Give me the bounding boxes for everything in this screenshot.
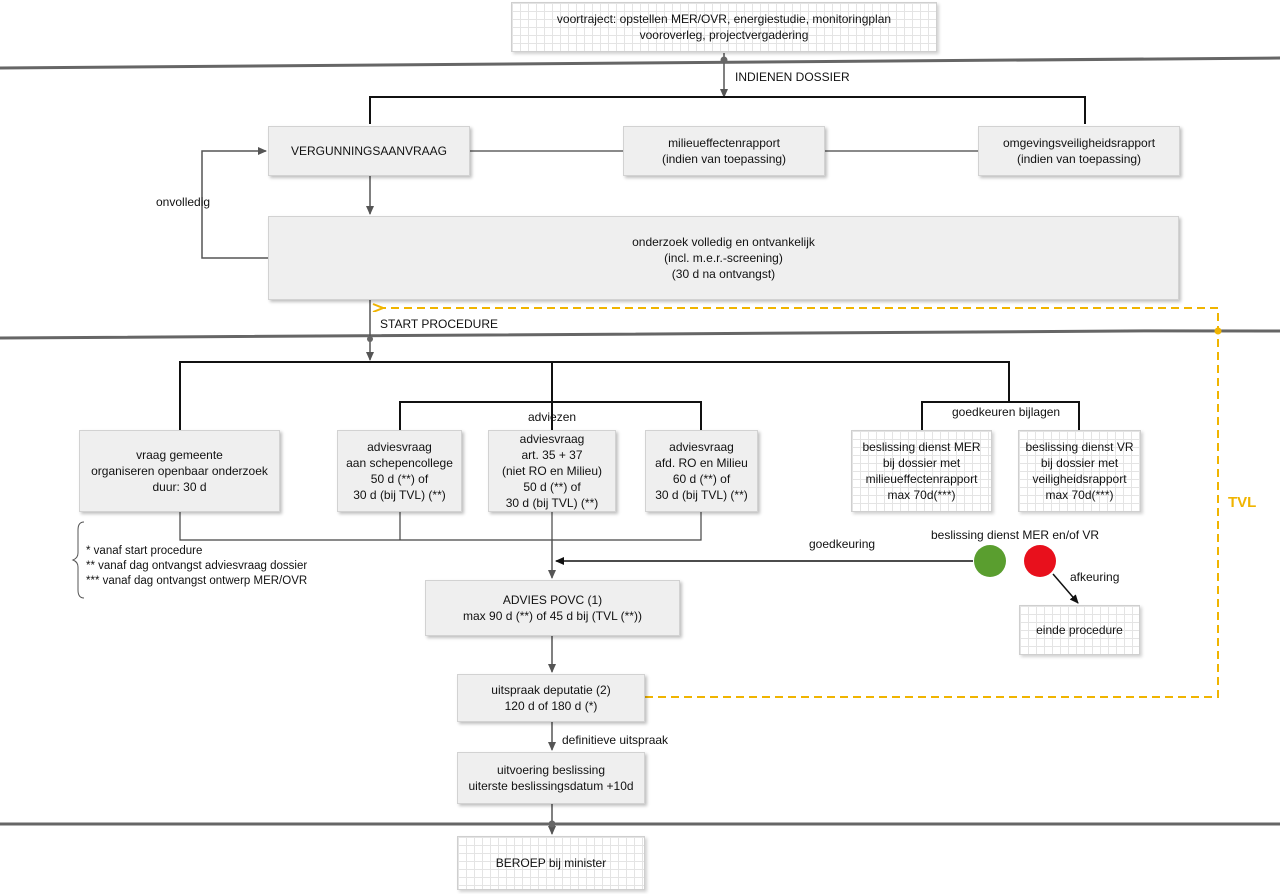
footnotes: * vanaf start procedure ** vanaf dag ont… xyxy=(86,545,308,587)
goedkeuren-bijlagen-label: goedkeuren bijlagen xyxy=(950,405,1063,420)
adviesvraag-schepencollege-box: adviesvraag aan schepencollege 50 d (**)… xyxy=(337,430,462,512)
phase-line-2 xyxy=(0,329,1280,340)
omgevingsveiligheidsrapport-box: omgevingsveiligheidsrapport (indien van … xyxy=(978,126,1180,176)
goedkeuring-label: goedkeuring xyxy=(809,537,876,551)
beroep-box: BEROEP bij minister xyxy=(457,836,645,890)
milieueffectenrapport-box: milieueffectenrapport (indien van toepas… xyxy=(623,126,825,176)
onderzoek-box: onderzoek volledig en ontvankelijk (incl… xyxy=(268,216,1179,300)
definitieve-uitspraak-label: definitieve uitspraak xyxy=(562,733,669,747)
adviesvraag-art-box: adviesvraag art. 35 + 37 (niet RO en Mil… xyxy=(488,430,616,512)
uitspraak-deputatie-box: uitspraak deputatie (2) 120 d of 180 d (… xyxy=(457,674,645,722)
tvl-label: TVL xyxy=(1228,494,1257,511)
phase-line-1 xyxy=(0,56,1280,70)
vergunningsaanvraag-box: VERGUNNINGSAANVRAAG xyxy=(268,126,470,176)
beslissing-mer-box: beslissing dienst MER bij dossier met mi… xyxy=(851,430,992,512)
beslissing-dienst-label: beslissing dienst MER en/of VR xyxy=(931,528,1100,542)
tvl-loop xyxy=(382,308,1219,698)
indienen-dossier-label: INDIENEN DOSSIER xyxy=(735,70,850,84)
approve-indicator xyxy=(974,545,1006,577)
bracket-dossier xyxy=(369,96,1086,124)
beslissing-vr-box: beslissing dienst VR bij dossier met vei… xyxy=(1018,430,1141,512)
uitvoering-beslissing-box: uitvoering beslissing uiterste beslissin… xyxy=(457,752,645,804)
einde-procedure-box: einde procedure xyxy=(1019,605,1140,655)
start-procedure-label: START PROCEDURE xyxy=(380,317,499,331)
arrow-afkeuring xyxy=(1052,573,1079,604)
adviesvraag-afd-box: adviesvraag afd. RO en Milieu 60 d (**) … xyxy=(645,430,758,512)
arrow-onvolledig xyxy=(201,147,268,259)
voortraject-box: voortraject: opstellen MER/OVR, energies… xyxy=(511,2,937,52)
reject-indicator xyxy=(1024,545,1056,577)
onvolledig-label: onvolledig xyxy=(156,195,211,209)
adviezen-label: adviezen xyxy=(528,410,577,424)
afkeuring-label: afkeuring xyxy=(1070,570,1120,584)
advies-povc-box: ADVIES POVC (1) max 90 d (**) of 45 d bi… xyxy=(425,580,680,636)
vraag-gemeente-box: vraag gemeente organiseren openbaar onde… xyxy=(79,430,280,512)
